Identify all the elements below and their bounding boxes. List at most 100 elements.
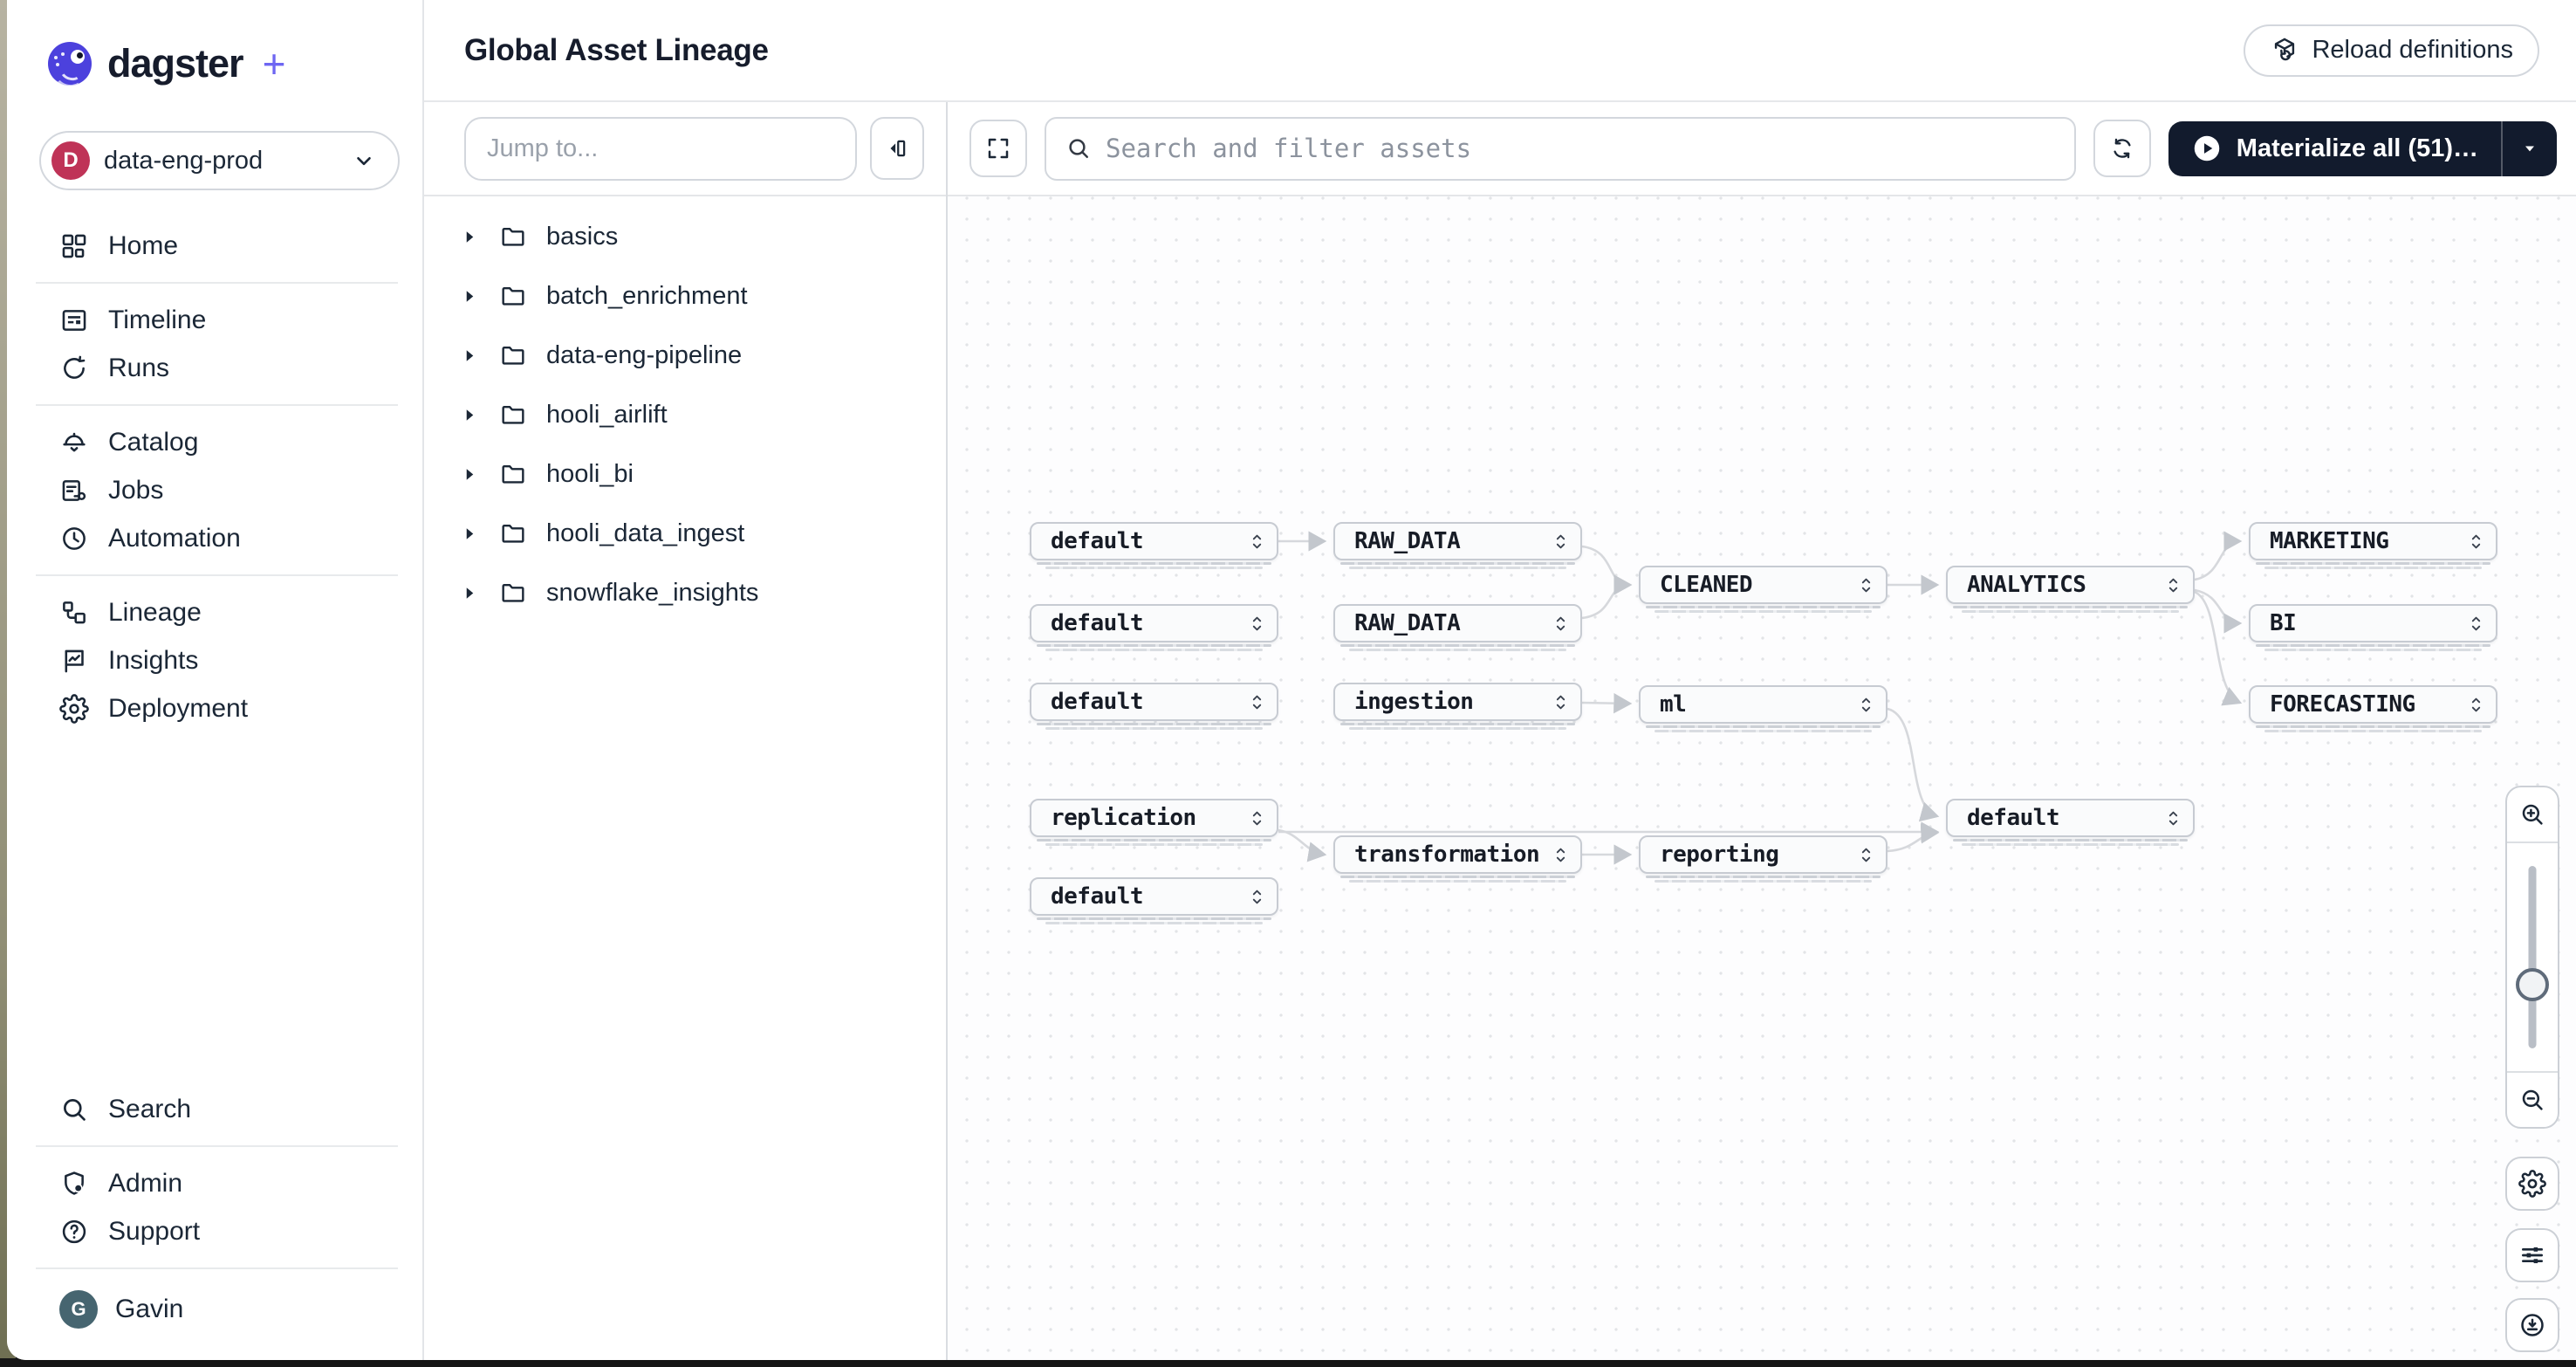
graph-node-label: replication (1051, 805, 1196, 831)
graph-node-label: ml (1660, 691, 1687, 718)
sidebar-item-admin[interactable]: Admin (7, 1159, 422, 1207)
expand-node-icon[interactable] (1251, 533, 1263, 550)
tree-item-basics[interactable]: basics (424, 207, 946, 266)
edge-rd2-to-cleaned (1581, 574, 1633, 620)
expand-node-icon[interactable] (1555, 694, 1566, 711)
tree-item-snowflake-insights[interactable]: snowflake_insights (424, 563, 946, 622)
sidebar-item-support[interactable]: Support (7, 1207, 422, 1255)
expand-node-icon[interactable] (1860, 577, 1872, 594)
sidebar-item-catalog[interactable]: Catalog (7, 418, 422, 466)
fullscreen-button[interactable] (969, 120, 1027, 177)
graph-node-label: reporting (1660, 841, 1779, 868)
content-row: basics batch_enrichment data-eng-pipelin… (424, 102, 2576, 1360)
zoom-in-button[interactable] (2507, 787, 2558, 841)
zoom-out-button[interactable] (2507, 1073, 2558, 1127)
graph-node-raw_data[interactable]: RAW_DATA (1333, 522, 1582, 569)
materialize-menu-button[interactable] (2503, 121, 2557, 176)
sidebar-item-automation[interactable]: Automation (7, 514, 422, 562)
sidebar-item-runs[interactable]: Runs (7, 344, 422, 392)
timeline-icon (62, 309, 86, 331)
graph-node-ml[interactable]: ml (1639, 685, 1887, 732)
page-header: Global Asset Lineage Reload definitions (424, 0, 2576, 102)
jump-to-input[interactable] (464, 116, 857, 181)
zoom-slider-track[interactable] (2528, 866, 2537, 1048)
reload-definitions-button[interactable]: Reload definitions (2244, 24, 2539, 77)
graph-filters-button[interactable] (2505, 1228, 2559, 1282)
graph-node-transformation[interactable]: transformation (1333, 835, 1582, 883)
expand-node-icon[interactable] (2470, 533, 2482, 550)
refresh-button[interactable] (2093, 120, 2151, 177)
sidebar-item-search[interactable]: Search (7, 1085, 422, 1133)
expand-node-icon[interactable] (1555, 847, 1566, 863)
collapse-panel-button[interactable] (870, 117, 924, 180)
expand-node-icon[interactable] (2470, 697, 2482, 713)
expand-node-icon[interactable] (1555, 615, 1566, 632)
expand-node-icon[interactable] (1860, 697, 1872, 713)
tree-item-hooli-bi[interactable]: hooli_bi (424, 444, 946, 504)
graph-node-label: RAW_DATA (1354, 610, 1461, 636)
expand-node-icon[interactable] (2168, 810, 2179, 827)
graph-node-cleaned[interactable]: CLEANED (1639, 566, 1887, 613)
sidebar-item-label: Automation (108, 523, 241, 553)
graph-node-marketing[interactable]: MARKETING (2249, 522, 2497, 569)
graph-node-replication[interactable]: replication (1030, 799, 1278, 846)
graph-node-default[interactable]: default (1030, 877, 1278, 924)
insights-flag-icon (65, 649, 84, 672)
clock-icon (63, 526, 86, 550)
materialize-all-label: Materialize all (51)… (2236, 134, 2478, 162)
divider (36, 1145, 398, 1147)
tree-item-hooli-airlift[interactable]: hooli_airlift (424, 385, 946, 444)
graph-node-reporting[interactable]: reporting (1639, 835, 1887, 883)
expand-node-icon[interactable] (1251, 694, 1263, 711)
materialize-all-button[interactable]: Materialize all (51)… (2168, 121, 2501, 176)
cube-reload-icon (2275, 38, 2295, 60)
graph-node-analytics[interactable]: ANALYTICS (1946, 566, 2195, 613)
graph-settings-button[interactable] (2505, 1157, 2559, 1211)
sidebar-item-deployment[interactable]: Deployment (7, 684, 422, 732)
sidebar-item-lineage[interactable]: Lineage (7, 588, 422, 636)
graph-node-default[interactable]: default (1030, 522, 1278, 569)
sidebar-item-label: Runs (108, 353, 170, 382)
deployment-switcher[interactable]: D data-eng-prod (39, 131, 400, 190)
fullscreen-icon (988, 138, 1009, 159)
expand-node-icon[interactable] (2168, 577, 2179, 594)
graph-node-label: default (1051, 883, 1144, 910)
zoom-control (2505, 786, 2559, 1129)
graph-node-default[interactable]: default (1946, 799, 2195, 846)
expand-node-icon[interactable] (1251, 810, 1263, 827)
dagster-logo: dagster + (7, 0, 422, 87)
download-graph-button[interactable] (2505, 1298, 2559, 1352)
tree-item-batch-enrichment[interactable]: batch_enrichment (424, 266, 946, 326)
sidebar-item-jobs[interactable]: Jobs (7, 466, 422, 514)
deployment-name: data-eng-prod (104, 146, 264, 175)
graph-node-default[interactable]: default (1030, 604, 1278, 651)
expand-node-icon[interactable] (1555, 533, 1566, 550)
sidebar-item-timeline[interactable]: Timeline (7, 296, 422, 344)
tree-item-data-eng-pipeline[interactable]: data-eng-pipeline (424, 326, 946, 385)
user-menu[interactable]: G Gavin (7, 1281, 422, 1337)
asset-search-input[interactable] (1106, 134, 2055, 163)
graph-node-default[interactable]: default (1030, 683, 1278, 730)
expand-node-icon[interactable] (1251, 615, 1263, 632)
graph-node-ingestion[interactable]: ingestion (1333, 683, 1582, 730)
graph-node-label: BI (2270, 610, 2297, 636)
folder-icon (502, 287, 524, 306)
folder-icon (502, 228, 524, 246)
graph-node-label: default (1051, 689, 1144, 715)
expand-node-icon[interactable] (1251, 889, 1263, 905)
graph-node-bi[interactable]: BI (2249, 604, 2497, 651)
sidebar-item-home[interactable]: Home (7, 222, 422, 270)
graph-node-raw_data[interactable]: RAW_DATA (1333, 604, 1582, 651)
tree-item-hooli-data-ingest[interactable]: hooli_data_ingest (424, 504, 946, 563)
expand-node-icon[interactable] (2470, 615, 2482, 632)
sidebar: dagster + D data-eng-prod Home Timeline … (7, 0, 424, 1360)
graph-node-label: ANALYTICS (1967, 572, 2086, 598)
expand-node-icon[interactable] (1860, 847, 1872, 863)
folder-icon (502, 347, 524, 365)
tree-toolbar (424, 102, 946, 196)
graph-node-forecasting[interactable]: FORECASTING (2249, 685, 2497, 732)
zoom-slider-handle[interactable] (2516, 967, 2549, 1001)
chevron-down-icon (357, 156, 371, 166)
sidebar-item-insights[interactable]: Insights (7, 636, 422, 684)
